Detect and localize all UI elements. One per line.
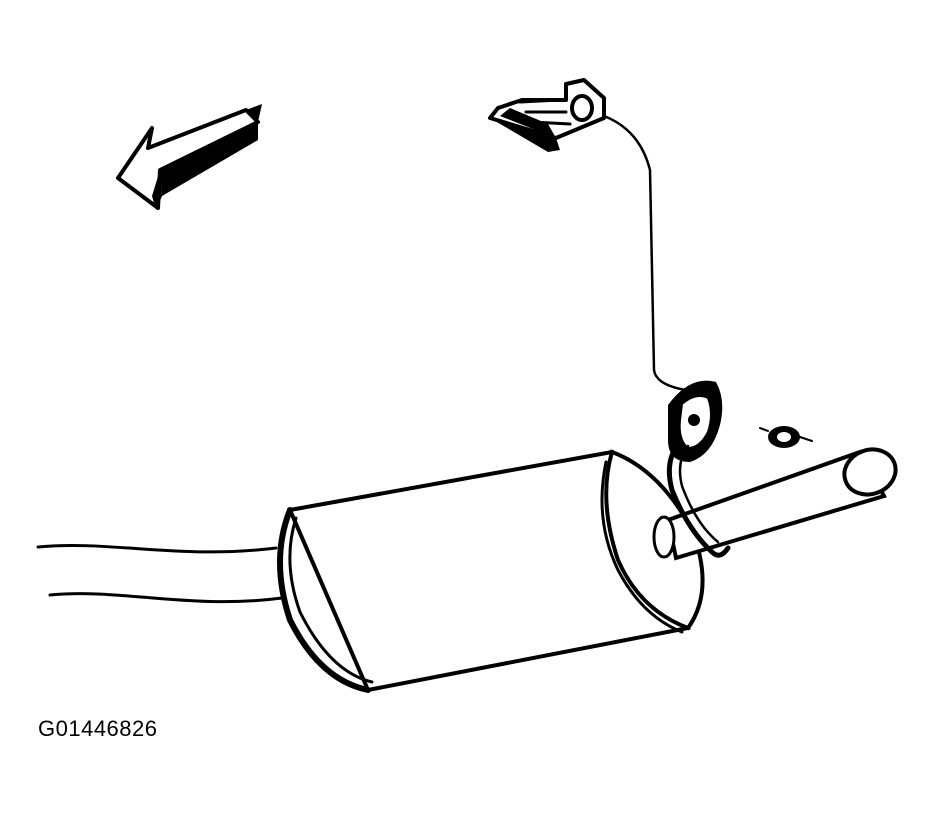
inlet-pipe bbox=[36, 544, 284, 604]
tailpipe bbox=[652, 447, 898, 561]
muffler bbox=[277, 449, 705, 693]
upper-hanger-bracket bbox=[488, 78, 606, 152]
hanger-rod bbox=[666, 439, 731, 558]
figure-id-caption: G01446826 bbox=[38, 716, 158, 741]
forward-arrow-icon bbox=[116, 104, 262, 210]
hanger-leader-line bbox=[602, 114, 688, 392]
retaining-nut bbox=[759, 426, 813, 448]
